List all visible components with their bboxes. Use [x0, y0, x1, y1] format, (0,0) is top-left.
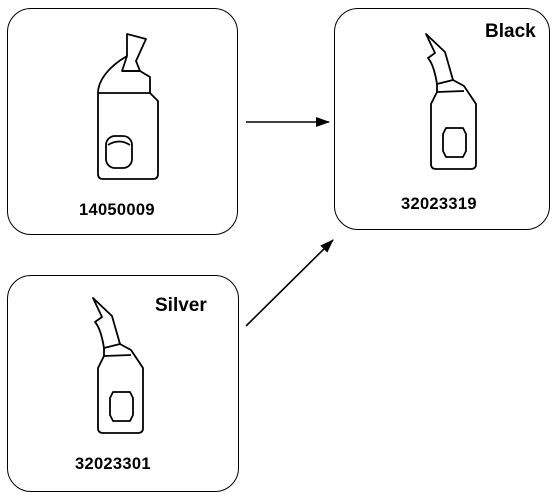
silver-finish-label: Silver	[155, 295, 207, 316]
original-blade-panel: 14050009	[7, 8, 238, 235]
black-part-number: 32023319	[401, 195, 477, 213]
silver-part-number: 32023301	[75, 455, 151, 473]
black-blade-panel: Black 32023319	[334, 8, 550, 230]
black-finish-label: Black	[485, 21, 536, 42]
black-blade-icon	[425, 33, 477, 170]
silver-blade-panel: Silver 32023301	[7, 275, 239, 492]
wide-blade-icon	[97, 33, 159, 180]
silver-blade-icon	[92, 297, 144, 434]
original-part-number: 14050009	[79, 201, 155, 219]
arrow-silver-to-black	[245, 239, 334, 327]
